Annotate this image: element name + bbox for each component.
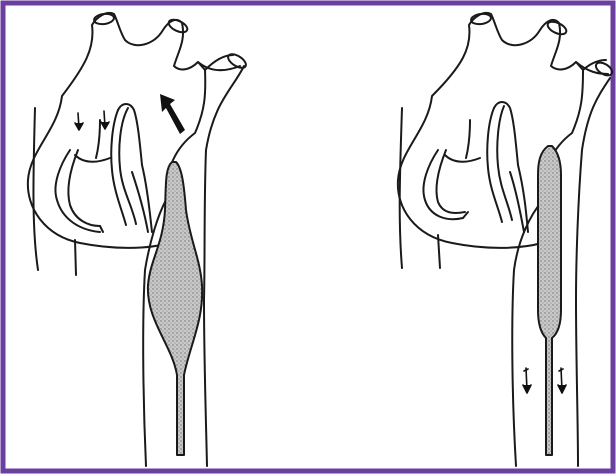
left-background-line-2 — [75, 240, 76, 275]
